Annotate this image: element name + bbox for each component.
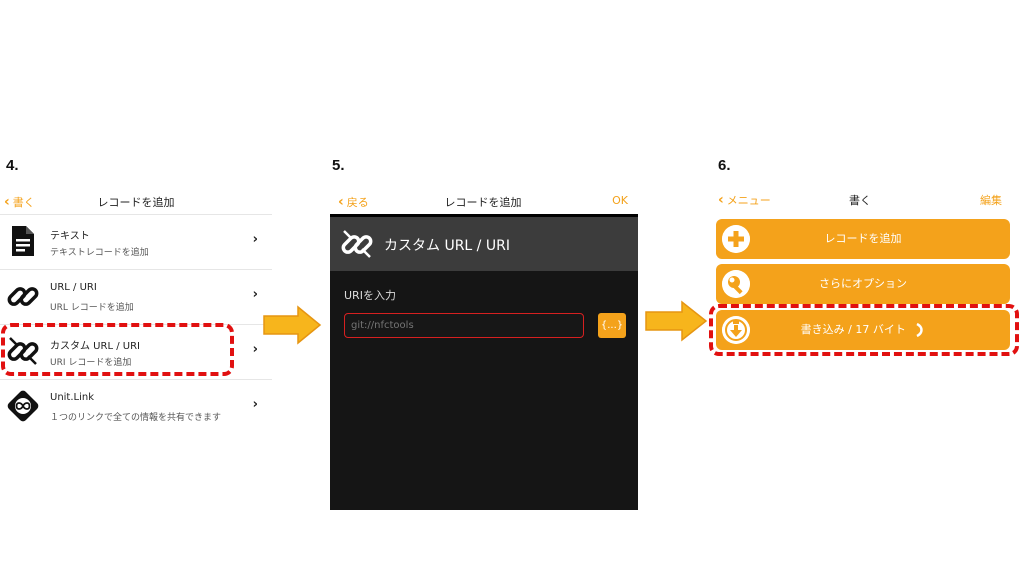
nav-bar: ‹ 戻る レコードを追加 OK bbox=[338, 190, 628, 214]
add-record-screen: ‹ 書く レコードを追加 テキスト テキストレコードを追加 › URL / UR… bbox=[0, 190, 272, 440]
ok-button[interactable]: OK bbox=[612, 194, 628, 207]
download-circle-icon bbox=[722, 316, 750, 344]
arrow-right-icon bbox=[645, 300, 708, 342]
link-icon bbox=[7, 287, 39, 306]
list-item-url[interactable]: URL / URI URL レコードを追加 › bbox=[0, 269, 272, 324]
more-options-button[interactable]: さらにオプション bbox=[716, 264, 1010, 304]
chevron-right-icon: › bbox=[252, 397, 258, 412]
uri-input-label: URIを入力 bbox=[344, 289, 396, 302]
nav-title: レコードを追加 bbox=[97, 196, 175, 209]
broken-link-icon bbox=[7, 337, 39, 365]
button-label: 書き込み / 17 バイト bbox=[716, 310, 1010, 350]
item-subtitle: １つのリンクで全ての情報を共有できます bbox=[50, 413, 222, 423]
list-item-text[interactable]: テキスト テキストレコードを追加 › bbox=[0, 214, 272, 269]
step-4-number: 4. bbox=[6, 157, 19, 174]
custom-uri-editor: カスタム URL / URI URIを入力 {...} bbox=[330, 214, 638, 510]
add-record-button[interactable]: レコードを追加 bbox=[716, 219, 1010, 259]
item-subtitle: テキストレコードを追加 bbox=[50, 248, 149, 258]
write-button[interactable]: 書き込み / 17 バイト bbox=[716, 310, 1010, 350]
chevron-right-icon: › bbox=[252, 232, 258, 247]
edit-button[interactable]: 編集 bbox=[980, 194, 1002, 207]
item-subtitle: URI レコードを追加 bbox=[50, 358, 132, 368]
back-label: 書く bbox=[12, 196, 35, 209]
item-title: Unit.Link bbox=[50, 392, 95, 403]
item-title: カスタム URL / URI bbox=[50, 341, 140, 352]
back-label: 戻る bbox=[346, 196, 369, 209]
uri-input[interactable] bbox=[344, 313, 584, 338]
wrench-icon bbox=[722, 270, 750, 298]
step-6-number: 6. bbox=[718, 157, 731, 174]
back-label: メニュー bbox=[726, 194, 771, 207]
highlight-frame-write bbox=[709, 304, 1019, 356]
editor-header: カスタム URL / URI bbox=[330, 217, 638, 271]
nav-title: レコードを追加 bbox=[444, 196, 522, 209]
arrow-right-icon bbox=[263, 305, 322, 345]
nav-bar: ‹ 書く レコードを追加 bbox=[4, 190, 268, 214]
plus-circle-icon bbox=[722, 225, 750, 253]
chevron-right-icon: › bbox=[252, 287, 258, 302]
variables-button[interactable]: {...} bbox=[598, 313, 626, 338]
chevron-left-icon: ‹ bbox=[4, 194, 10, 210]
highlight-frame-custom-url bbox=[1, 323, 234, 376]
document-icon bbox=[12, 226, 34, 256]
editor-title: カスタム URL / URI bbox=[384, 238, 510, 254]
button-label: レコードを追加 bbox=[824, 232, 902, 245]
record-type-list: テキスト テキストレコードを追加 › URL / URI URL レコードを追加… bbox=[0, 214, 272, 434]
item-title: URL / URI bbox=[50, 282, 97, 293]
chevron-right-icon: › bbox=[252, 342, 258, 357]
nfc-signal-icon bbox=[916, 322, 924, 338]
back-button[interactable]: ‹ 戻る bbox=[338, 194, 369, 210]
back-button[interactable]: ‹ 書く bbox=[4, 194, 35, 210]
broken-link-icon bbox=[341, 230, 373, 258]
chevron-left-icon: ‹ bbox=[338, 194, 344, 210]
item-subtitle: URL レコードを追加 bbox=[50, 303, 134, 313]
item-title: テキスト bbox=[50, 231, 90, 242]
nav-title: 書く bbox=[849, 194, 871, 207]
write-label: 書き込み / 17 バイト bbox=[800, 323, 906, 336]
button-label: さらにオプション bbox=[819, 277, 907, 290]
unit-link-icon bbox=[7, 390, 39, 422]
nav-bar: ‹ メニュー 書く 編集 bbox=[718, 188, 1002, 212]
step-5-number: 5. bbox=[332, 157, 345, 174]
list-item-unit-link[interactable]: Unit.Link １つのリンクで全ての情報を共有できます › bbox=[0, 379, 272, 434]
chevron-left-icon: ‹ bbox=[718, 192, 724, 208]
back-button[interactable]: ‹ メニュー bbox=[718, 192, 771, 208]
